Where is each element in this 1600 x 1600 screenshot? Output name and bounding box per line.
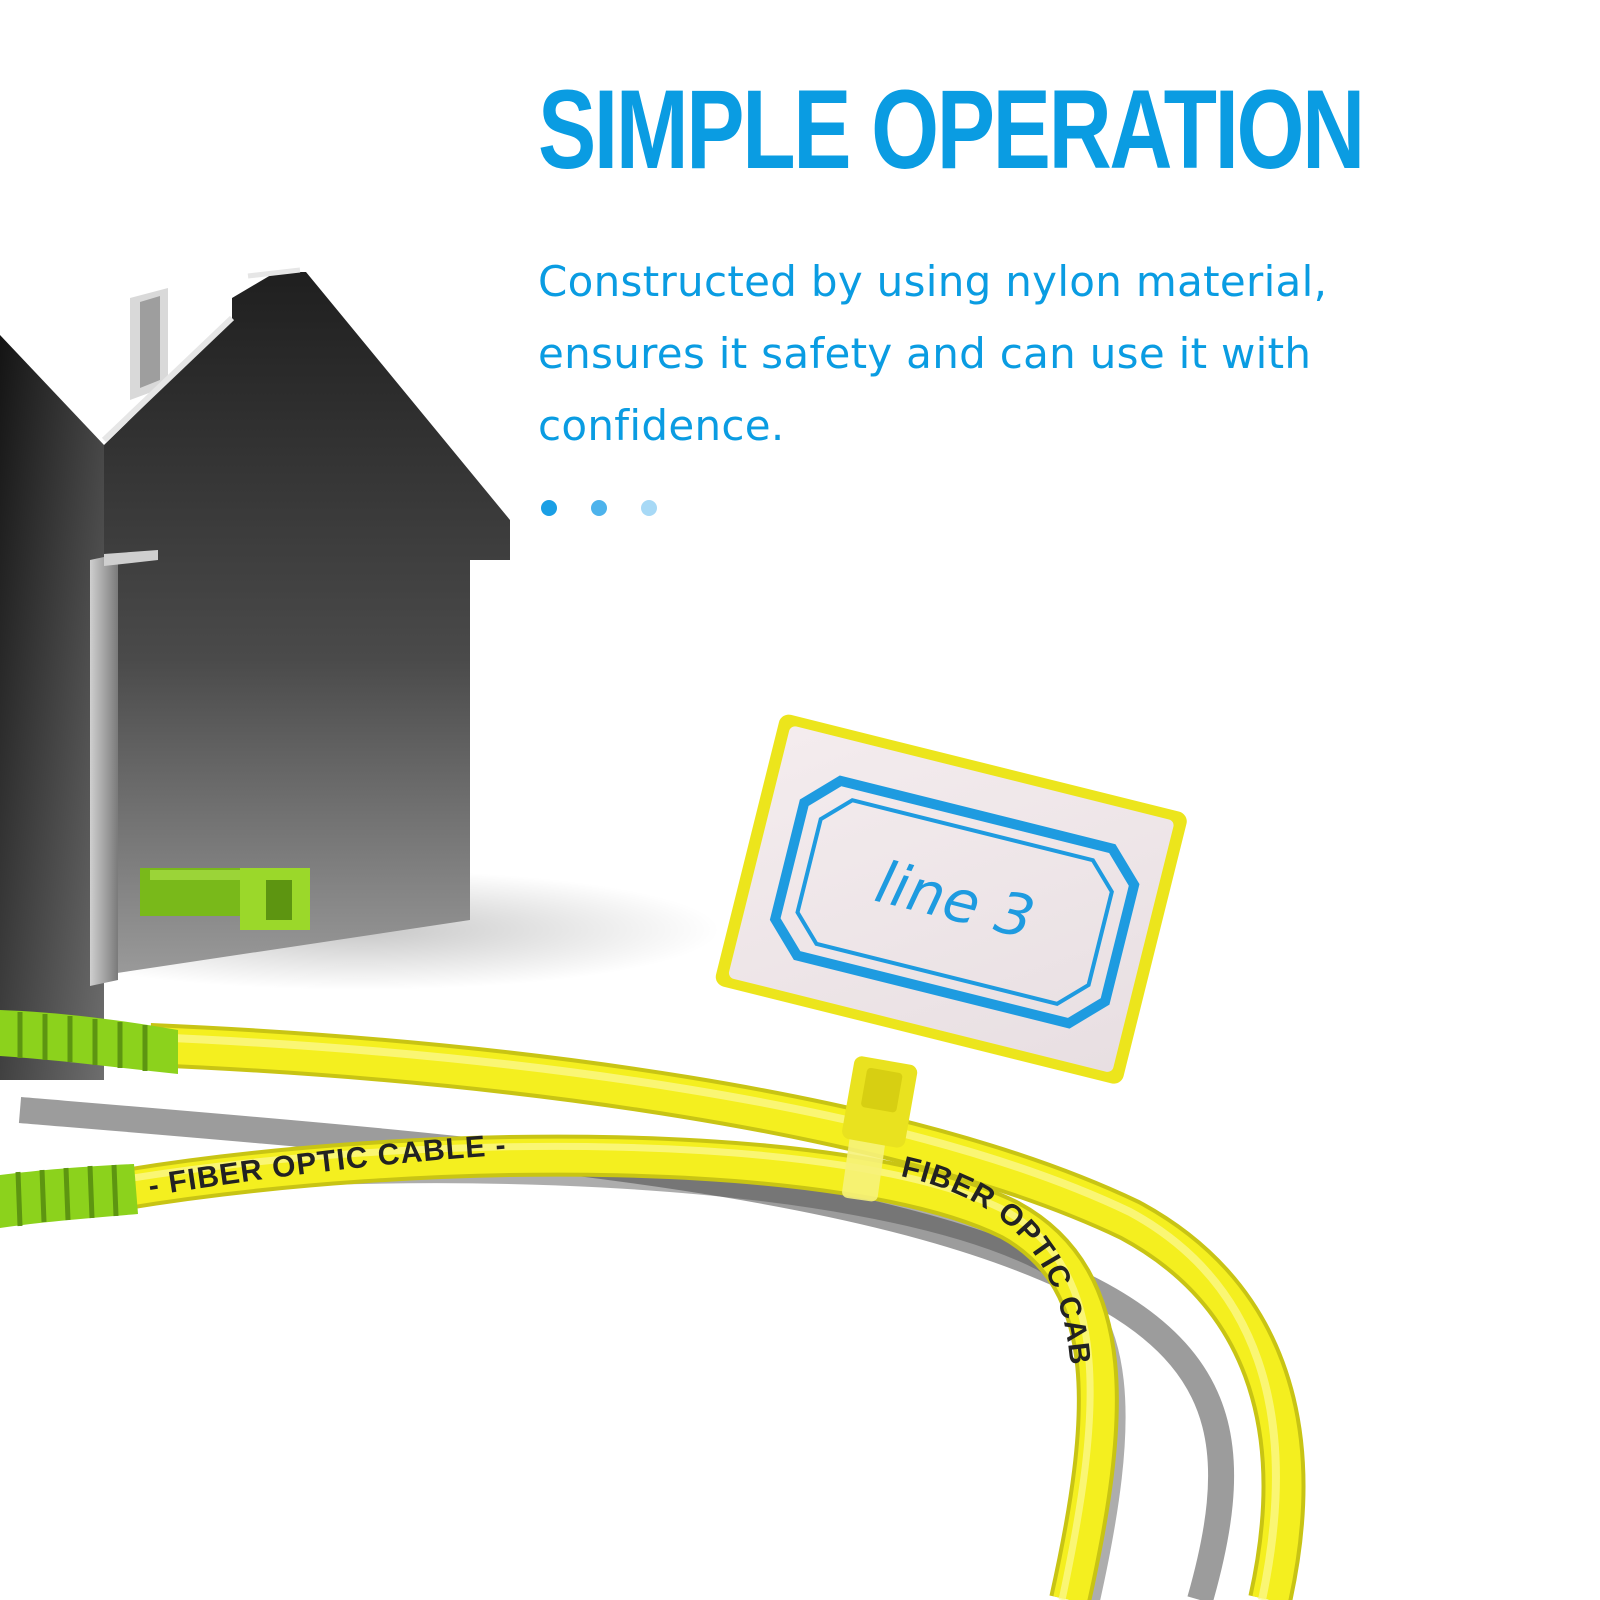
headline: SIMPLE OPERATION (538, 67, 1365, 192)
description-text: Constructed by using nylon material, ens… (538, 257, 1328, 450)
slide-indicator (541, 500, 657, 516)
indicator-dot-3 (641, 500, 657, 516)
indicator-dot-2 (591, 500, 607, 516)
cable-tie-label-tag: line 3 (715, 714, 1187, 1202)
fiber-adapter-port (140, 868, 310, 930)
indicator-dot-1 (541, 500, 557, 516)
fiber-cable-lower (0, 1134, 1119, 1600)
house-illustration (0, 267, 510, 1080)
fiber-cable-upper (0, 1010, 1306, 1600)
